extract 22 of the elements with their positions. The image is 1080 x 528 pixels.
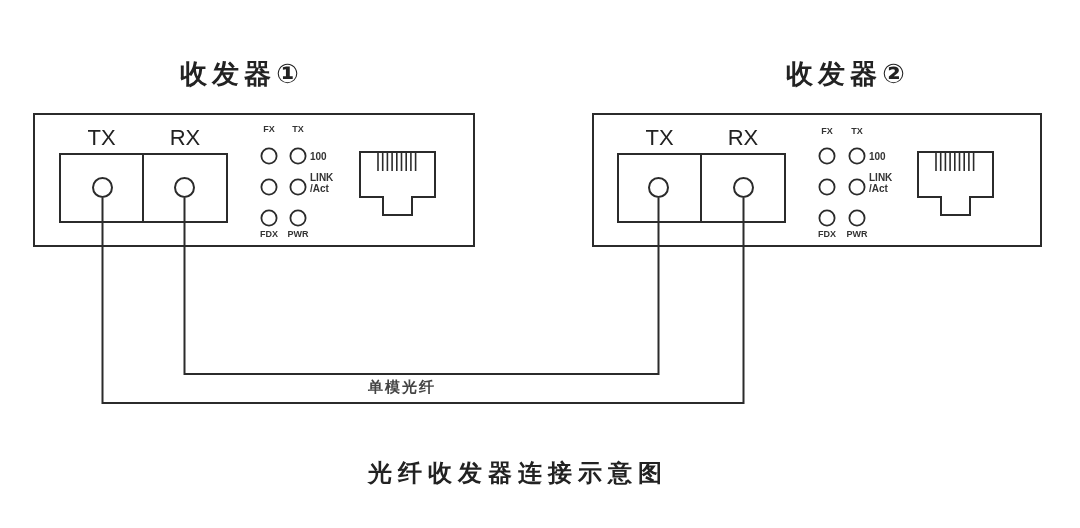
led-label: 100: [869, 151, 886, 162]
led-label: LINK /Act: [869, 172, 894, 194]
fiber-line: [101, 197, 745, 404]
led-label: FX: [263, 124, 275, 134]
led-label: PWR: [846, 229, 868, 239]
diagram-caption: 光纤收发器连接示意图: [368, 459, 668, 487]
port-label: TX: [645, 126, 674, 150]
fiber-line: [183, 197, 660, 375]
led-label: FDX: [260, 229, 278, 239]
led-label: TX: [292, 124, 304, 134]
led-label: PWR: [287, 229, 309, 239]
led-label: LINK /Act: [310, 172, 335, 194]
device-title: 收发器②: [786, 58, 910, 90]
device-title: 收发器①: [180, 58, 304, 90]
led-label: FX: [821, 126, 833, 136]
fiber-label: 单模光纤: [368, 379, 436, 395]
port-label: RX: [727, 126, 759, 150]
port-label: TX: [87, 126, 116, 150]
led-label: 100: [310, 151, 327, 162]
led-label: FDX: [818, 229, 836, 239]
port-label: RX: [169, 126, 201, 150]
led-label: TX: [851, 126, 863, 136]
